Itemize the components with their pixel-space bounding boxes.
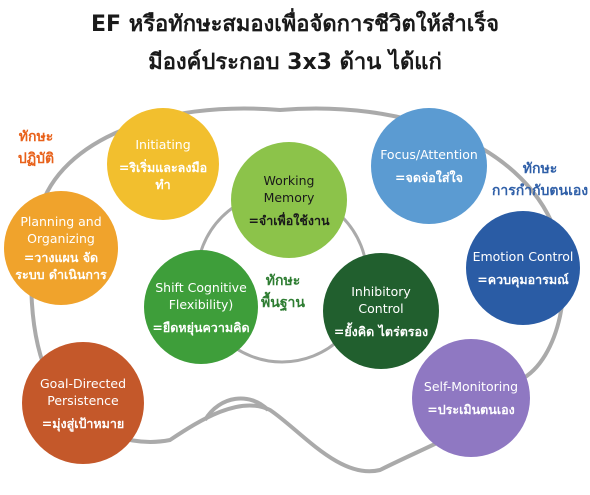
skill-working-memory-th: =จำเพื่อใช้งาน (248, 212, 330, 228)
skill-self-monitoring-th: =ประเมินตนเอง (427, 402, 515, 417)
skill-planning: Planning and Organizing =วางแผน จัดระบบ … (4, 191, 118, 305)
group-basic-line-2: พื้นฐาน (261, 295, 305, 311)
skill-initiating-en: Initiating (135, 136, 191, 152)
skill-emotion-control: Emotion Control =ควบคุมอารมณ์ (466, 211, 580, 325)
skill-planning-en: Planning and Organizing (20, 214, 102, 246)
title-line-1: EF หรือทักษะสมองเพื่อจัดการชีวิตให้สำเร็… (91, 12, 499, 37)
group-self-regulation-line-2: การกำกับตนเอง (491, 183, 589, 199)
skill-shift-th: =ยืดหยุ่นความคิด (152, 319, 250, 335)
diagram-title: EF หรือทักษะสมองเพื่อจัดการชีวิตให้สำเร็… (0, 6, 590, 82)
skill-goal-directed: Goal-Directed Persistence =มุ่งสู่เป้าหม… (22, 342, 144, 464)
group-practice-line-1: ทักษะ (18, 129, 54, 145)
group-basic-line-1: ทักษะ (265, 273, 301, 289)
group-label-basic: ทักษะ พื้นฐาน (255, 270, 311, 314)
group-label-self-regulation: ทักษะ การกำกับตนเอง (490, 158, 590, 202)
skill-inhibitory-th: =ยั้งคิด ไตร่ตรอง (333, 323, 429, 339)
skill-inhibitory-en: Inhibitory Control (351, 283, 411, 316)
skill-emotion-control-en: Emotion Control (472, 249, 574, 264)
skill-focus-en: Focus/Attention (380, 147, 478, 162)
title-line-2: มีองค์ประกอบ 3x3 ด้าน ได้แก่ (148, 50, 442, 75)
skill-inhibitory: Inhibitory Control =ยั้งคิด ไตร่ตรอง (323, 253, 439, 369)
group-self-regulation-line-1: ทักษะ (522, 161, 558, 177)
skill-self-monitoring-en: Self-Monitoring (423, 379, 519, 394)
group-label-practice: ทักษะ ปฏิบัติ (5, 126, 67, 170)
skill-goal-directed-en: Goal-Directed Persistence (39, 375, 127, 408)
skill-focus-th: =จดจ่อใส่ใจ (395, 170, 463, 185)
skill-initiating-th: =ริเริ่มและลงมือทำ (118, 159, 208, 192)
skill-focus: Focus/Attention =จดจ่อใส่ใจ (371, 108, 487, 224)
skill-goal-directed-th: =มุ่งสู่เป้าหมาย (41, 415, 125, 431)
skill-emotion-control-th: =ควบคุมอารมณ์ (477, 272, 569, 287)
skill-planning-th: =วางแผน จัดระบบ ดำเนินการ (15, 250, 107, 282)
skill-working-memory-en: Working Memory (263, 172, 315, 205)
skill-initiating: Initiating =ริเริ่มและลงมือทำ (107, 108, 219, 220)
group-practice-line-2: ปฏิบัติ (17, 151, 55, 167)
skill-shift-en: Shift Cognitive Flexibility) (155, 279, 247, 312)
skill-shift: Shift Cognitive Flexibility) =ยืดหยุ่นคว… (144, 250, 258, 364)
skill-self-monitoring: Self-Monitoring =ประเมินตนเอง (412, 339, 530, 457)
skill-working-memory: Working Memory =จำเพื่อใช้งาน (231, 142, 347, 258)
brain-stem-curve (203, 396, 270, 422)
